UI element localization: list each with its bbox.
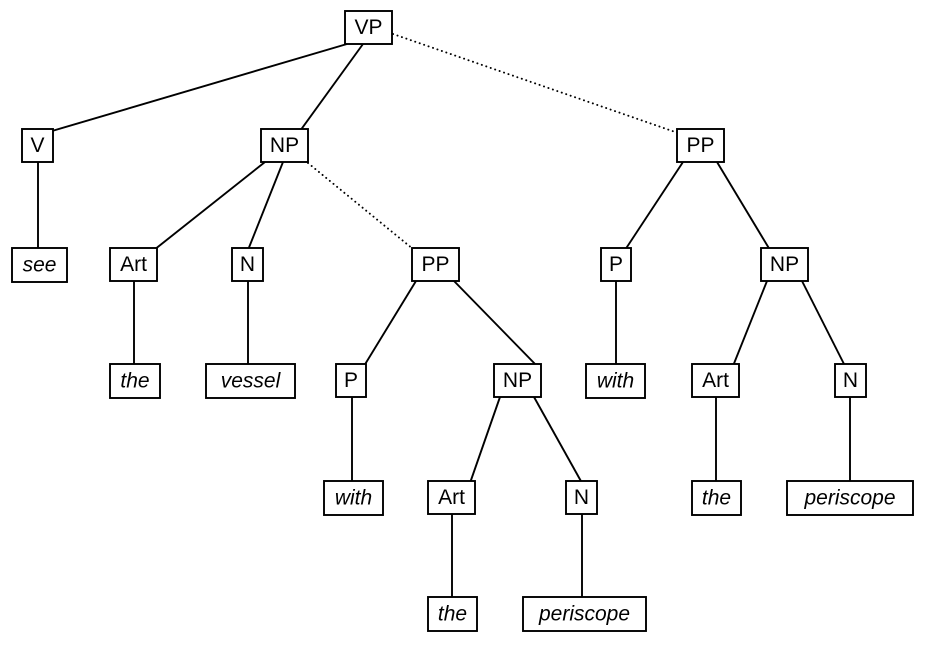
tree-edge-np3-to-n3: [801, 280, 846, 367]
node-box-with1: [323, 480, 384, 516]
tree-node-art2[interactable]: Art: [427, 480, 476, 515]
node-label-vp: VP: [354, 16, 382, 39]
node-label-pp2: PP: [686, 134, 714, 157]
node-label-n2: N: [574, 486, 589, 509]
node-label-art1: Art: [120, 253, 147, 276]
node-box-np3: [760, 247, 809, 282]
node-box-art1: [109, 247, 158, 282]
node-label-art3: Art: [702, 369, 729, 392]
tree-edge-vp-to-v: [51, 43, 348, 132]
node-box-with2: [585, 363, 646, 399]
tree-node-np2[interactable]: NP: [493, 363, 542, 398]
node-box-p1: [335, 363, 367, 398]
tree-node-p1[interactable]: P: [335, 363, 367, 398]
node-box-the1: [109, 363, 161, 399]
tree-node-pp1[interactable]: PP: [411, 247, 460, 282]
tree-node-art3[interactable]: Art: [691, 363, 740, 398]
tree-edge-pp1-to-p1: [363, 280, 417, 367]
node-box-periscope2: [786, 480, 914, 516]
node-label-periscope1: periscope: [538, 603, 630, 626]
node-label-np3: NP: [770, 253, 799, 276]
node-label-the2: the: [438, 603, 467, 626]
node-box-see: [11, 247, 68, 283]
tree-edge-pp2-to-np3: [716, 161, 771, 251]
node-label-n3: N: [843, 369, 858, 392]
tree-edge-pp2-to-p2: [624, 161, 684, 251]
tree-edges-group: [37, 33, 851, 597]
node-box-art3: [691, 363, 740, 398]
node-box-np2: [493, 363, 542, 398]
tree-node-periscope1[interactable]: periscope: [522, 596, 647, 632]
node-label-with2: with: [597, 370, 634, 393]
node-box-pp2: [676, 128, 725, 163]
node-box-v: [21, 128, 54, 163]
node-label-the1: the: [120, 370, 149, 393]
tree-node-with2[interactable]: with: [585, 363, 646, 399]
tree-edge-np1-to-art1: [153, 161, 266, 251]
node-label-v: V: [30, 134, 44, 157]
tree-node-the2[interactable]: the: [427, 596, 478, 632]
node-box-vp: [344, 10, 393, 45]
node-box-art2: [427, 480, 476, 515]
node-label-p2: P: [609, 253, 623, 276]
node-box-the3: [691, 480, 742, 516]
tree-edge-np2-to-art2: [469, 396, 501, 484]
node-label-the3: the: [702, 487, 731, 510]
tree-edge-vp-to-pp2: [392, 33, 679, 134]
tree-node-np3[interactable]: NP: [760, 247, 809, 282]
tree-node-np1[interactable]: NP: [260, 128, 309, 163]
tree-node-pp2[interactable]: PP: [676, 128, 725, 163]
node-label-with1: with: [335, 487, 372, 510]
node-box-vessel: [205, 363, 296, 399]
tree-edge-np2-to-n2: [533, 396, 583, 484]
tree-node-p2[interactable]: P: [600, 247, 632, 282]
tree-node-n3[interactable]: N: [834, 363, 867, 398]
node-label-pp1: PP: [421, 253, 449, 276]
node-box-pp1: [411, 247, 460, 282]
tree-node-see[interactable]: see: [11, 247, 68, 283]
tree-edge-np1-to-n1: [247, 161, 284, 251]
node-label-n1: N: [240, 253, 255, 276]
node-label-art2: Art: [438, 486, 465, 509]
tree-node-n1[interactable]: N: [231, 247, 264, 282]
tree-node-the1[interactable]: the: [109, 363, 161, 399]
tree-node-vessel[interactable]: vessel: [205, 363, 296, 399]
tree-node-art1[interactable]: Art: [109, 247, 158, 282]
tree-node-periscope2[interactable]: periscope: [786, 480, 914, 516]
tree-node-v[interactable]: V: [21, 128, 54, 163]
tree-node-with1[interactable]: with: [323, 480, 384, 516]
node-box-n1: [231, 247, 264, 282]
tree-node-the3[interactable]: the: [691, 480, 742, 516]
node-label-see: see: [23, 254, 57, 277]
node-label-np2: NP: [503, 369, 532, 392]
node-box-n3: [834, 363, 867, 398]
node-label-p1: P: [344, 369, 358, 392]
node-label-np1: NP: [270, 134, 299, 157]
tree-edge-pp1-to-np2: [453, 280, 538, 367]
tree-edge-np3-to-art3: [732, 280, 768, 367]
tree-node-n2[interactable]: N: [565, 480, 598, 515]
tree-edge-vp-to-np1: [299, 43, 364, 132]
tree-edge-np1-to-pp1: [307, 162, 414, 250]
node-box-the2: [427, 596, 478, 632]
node-box-periscope1: [522, 596, 647, 632]
tree-node-vp[interactable]: VP: [344, 10, 393, 45]
node-box-np1: [260, 128, 309, 163]
node-label-vessel: vessel: [221, 370, 282, 393]
node-box-n2: [565, 480, 598, 515]
node-box-p2: [600, 247, 632, 282]
node-label-periscope2: periscope: [803, 487, 895, 510]
